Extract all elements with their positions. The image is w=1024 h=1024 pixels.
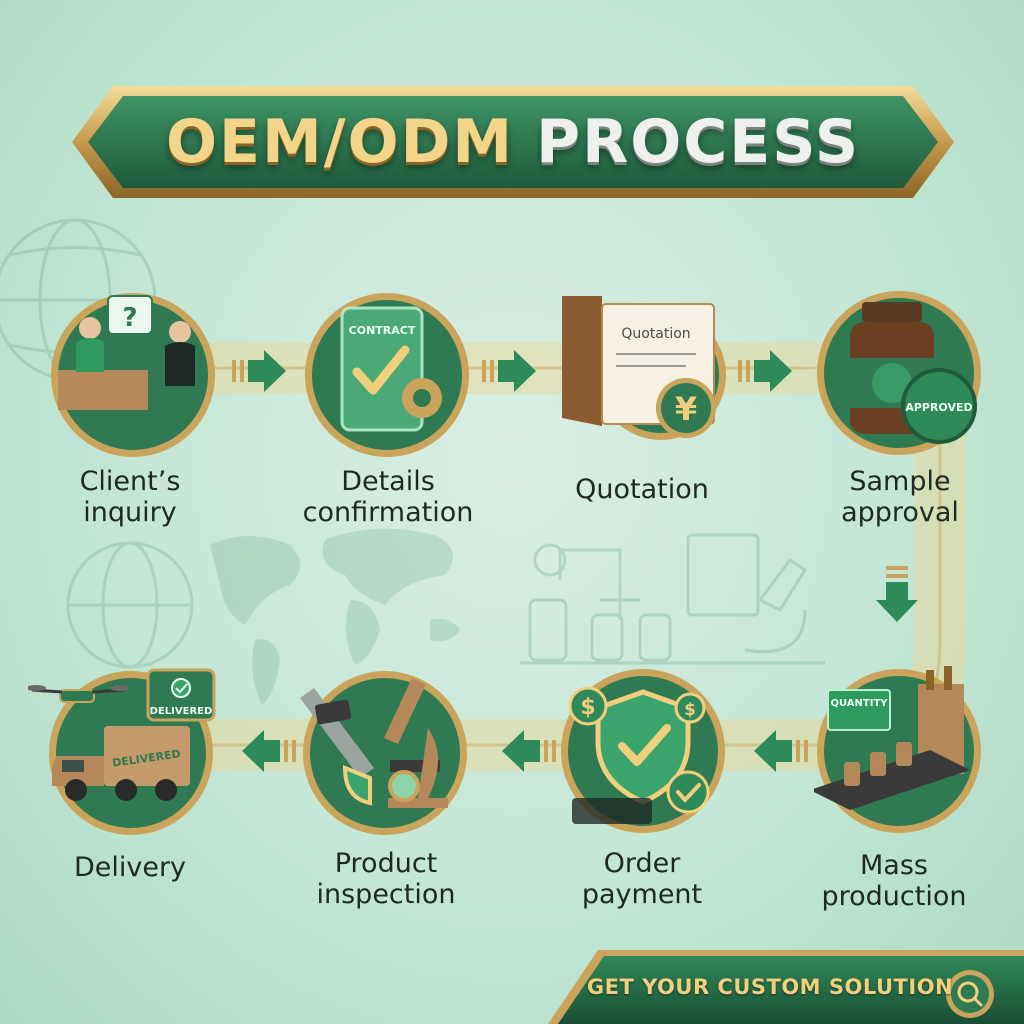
step-label: Details confirmation: [268, 466, 508, 528]
step-label-line: inquiry: [83, 497, 177, 528]
cta-label: GET YOUR CUSTOM SOLUTION: [586, 975, 954, 999]
step-label-line: Delivery: [73, 852, 187, 883]
step-label-line: confirmation: [302, 497, 474, 528]
svg-text:?: ?: [122, 303, 137, 333]
step-label-line: production: [821, 881, 967, 912]
step-label-line: Quotation: [575, 474, 709, 505]
arrow-right-icon: [232, 350, 286, 392]
arrow-left-icon: [754, 730, 808, 772]
arrow-left-icon: [502, 730, 556, 772]
step-quotation: Quotation ¥: [556, 290, 726, 460]
yen-icon: ¥: [675, 390, 697, 428]
factory-icon: QUANTITY: [814, 666, 981, 833]
dollar-icon: $: [580, 695, 595, 720]
microscope-icon: [300, 671, 467, 835]
title-part-oem-odm: OEM/ODM: [165, 107, 515, 177]
step-label: Quotation: [522, 474, 762, 505]
quotation-icon: Quotation ¥: [562, 296, 726, 440]
quantity-text: QUANTITY: [830, 698, 888, 709]
cta-button[interactable]: GET YOUR CUSTOM SOLUTION: [548, 950, 1024, 1024]
approved-stamp-text: APPROVED: [905, 401, 972, 414]
arrow-left-icon: [242, 730, 296, 772]
step-label: Mass production: [774, 850, 1014, 912]
step-label: Client’s inquiry: [10, 466, 250, 528]
step-label: Product inspection: [266, 848, 506, 910]
world-map-icon: [210, 528, 460, 705]
step-mass-production: QUANTITY: [814, 666, 984, 836]
step-client-inquiry: ?: [48, 290, 218, 460]
step-sample-approval: APPROVED: [814, 288, 984, 458]
payment-shield-icon: $ $: [561, 669, 725, 833]
step-label-line: Order: [603, 848, 681, 879]
contract-text: CONTRACT: [349, 324, 416, 337]
step-label-line: Sample: [849, 466, 951, 497]
step-details-confirmation: CONTRACT: [302, 290, 472, 460]
magnifier-icon: [957, 981, 979, 1003]
step-label-line: payment: [581, 879, 703, 910]
arrow-right-icon: [482, 350, 536, 392]
title-banner: OEM/ODM PROCESS: [68, 82, 958, 202]
step-label: Sample approval: [780, 466, 1020, 528]
inquiry-icon: ?: [51, 293, 215, 457]
step-label-line: Details: [341, 466, 435, 497]
drone-icon: [28, 685, 130, 703]
step-label: Order payment: [522, 848, 762, 910]
step-label-line: approval: [841, 497, 959, 528]
quotation-text: Quotation: [621, 326, 690, 342]
arrow-down-icon: [876, 566, 918, 622]
cta-frame: [548, 950, 1024, 1024]
dollar-icon: $: [684, 700, 696, 720]
delivered-badge-text: DELIVERED: [150, 706, 213, 717]
step-label-line: Client’s: [79, 466, 181, 497]
step-product-inspection: [300, 668, 470, 838]
globe-icon: [66, 541, 194, 669]
step-label: Delivery: [10, 852, 250, 883]
step-label-line: inspection: [316, 879, 456, 910]
sample-jar-icon: APPROVED: [817, 291, 981, 455]
step-label-line: Product: [334, 848, 438, 879]
step-label-line: Mass: [860, 850, 928, 881]
banner-frame: [72, 86, 954, 198]
drone-badge: DELIVERED: [28, 668, 216, 722]
step-order-payment: $ $: [558, 666, 728, 836]
arrow-right-icon: [738, 350, 792, 392]
contract-icon: CONTRACT: [305, 293, 469, 457]
title-part-process: PROCESS: [536, 107, 861, 177]
lab-equipment-icon: [520, 533, 825, 665]
